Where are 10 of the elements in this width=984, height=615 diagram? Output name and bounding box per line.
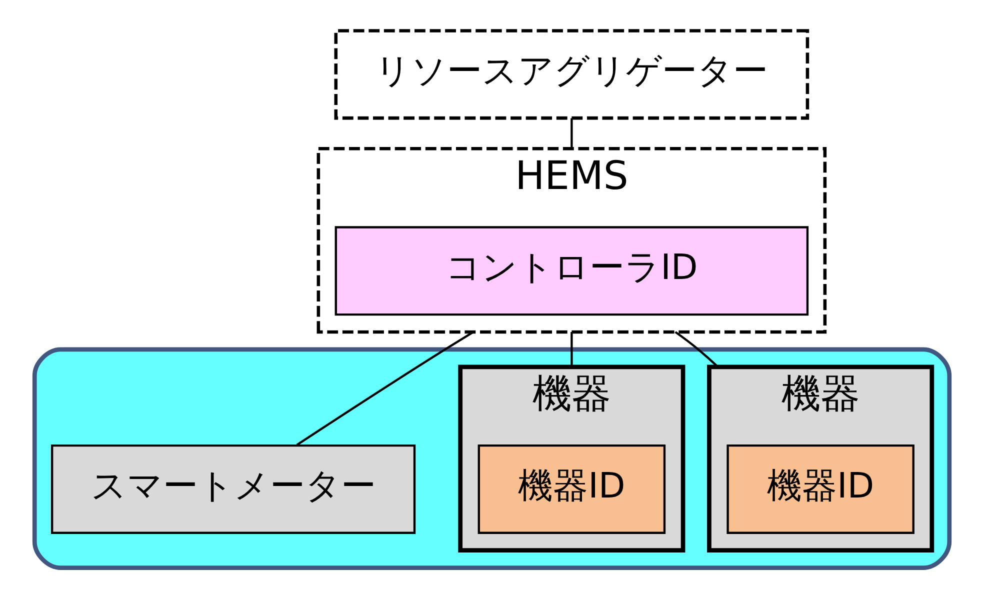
node-box: 機器ID bbox=[726, 444, 914, 534]
connector bbox=[296, 330, 474, 446]
connector bbox=[674, 330, 719, 368]
node-box: リソースアグリゲーター bbox=[334, 28, 810, 120]
connector bbox=[570, 118, 573, 148]
cluster bbox=[32, 346, 952, 570]
node-box: コントローラID bbox=[334, 226, 809, 316]
node-box: スマートメーター bbox=[51, 444, 416, 534]
node-box: 機器ID bbox=[478, 444, 666, 534]
connector bbox=[570, 332, 573, 366]
